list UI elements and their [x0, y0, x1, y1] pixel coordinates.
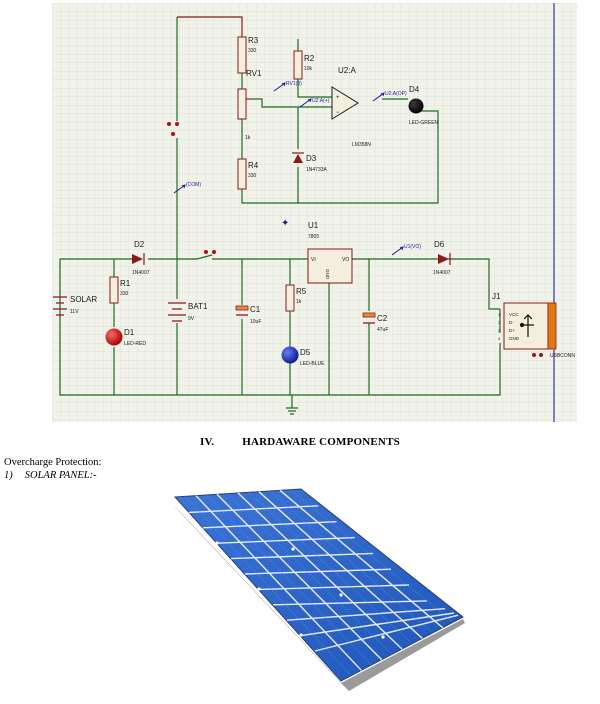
r5-ref: R5	[296, 287, 307, 296]
rv1-value: 1k	[245, 135, 251, 141]
d5-value: LED-BLUE	[300, 361, 325, 367]
svg-text:−: −	[336, 110, 340, 116]
u1-pin-vo: VO	[342, 257, 349, 263]
r4-value: 330	[248, 173, 257, 179]
led-d4: D4 LED-GREEN	[408, 85, 439, 126]
r3-value: 330	[248, 48, 257, 54]
solar-source: SOLAR 11V	[53, 295, 97, 316]
probe-com: (COM)	[173, 182, 201, 194]
resistor-r3: R3 330	[237, 36, 259, 74]
usb-connector-j1: J1 VCC D- D+ GND 1 2 3 4 USBCONN	[492, 292, 575, 359]
list-item-label: SOLAR PANEL:-	[24, 470, 97, 481]
regulator-u1: VI VO GND U1 7805	[307, 221, 353, 284]
r2-ref: R2	[304, 54, 315, 63]
usb-pin-dminus: D-	[509, 320, 514, 325]
d2-ref: D2	[134, 240, 145, 249]
d1-ref: D1	[124, 328, 135, 337]
section-heading: IV. HARDAWARE COMPONENTS	[0, 436, 600, 448]
capacitor-c1: C1 10uF	[235, 305, 261, 325]
usb-pin-vcc: VCC	[509, 312, 519, 317]
d1-value: LED-RED	[124, 341, 146, 347]
resistor-r2: R2 10k	[293, 50, 315, 80]
r3-ref: R3	[248, 36, 259, 45]
svg-text:(COM): (COM)	[186, 182, 201, 188]
switch-contacts	[167, 122, 216, 254]
d4-ref: D4	[409, 85, 420, 94]
rv1-ref: RV1	[246, 69, 262, 78]
u1-pin-vi: VI	[311, 257, 316, 263]
c1-ref: C1	[250, 305, 261, 314]
section-number: IV.	[200, 436, 215, 448]
probe-u2a-plus: U2:A(+)	[299, 98, 330, 108]
subheading: Overcharge Protection:	[4, 457, 102, 468]
probe-u2a-op: U2:A(OP)	[372, 91, 407, 102]
u1-value: 7805	[308, 234, 319, 240]
d3-ref: D3	[306, 154, 317, 163]
c2-value: 47uF	[377, 327, 388, 333]
panel-frame	[173, 505, 349, 691]
u2a-value: LM358N	[352, 142, 371, 148]
opamp-u2a: + − U2:A LM358N	[331, 66, 371, 148]
bat1-value: 9V	[188, 316, 195, 322]
d6-value: 1N4007	[433, 270, 451, 276]
svg-text:+: +	[336, 95, 340, 101]
probe-u1-vo: U1(VO)	[391, 244, 421, 256]
list-item-number: 1)	[4, 470, 13, 481]
diode-d2: D2 1N4007	[132, 240, 150, 276]
d4-value: LED-GREEN	[409, 120, 439, 126]
solar-value: 11V	[70, 309, 79, 315]
section-title: HARDAWARE COMPONENTS	[242, 436, 400, 448]
zener-d3: D3 1N4733A	[292, 152, 328, 173]
origin-marker-icon: ✦	[281, 218, 289, 229]
j1-value: USBCONN	[550, 353, 575, 359]
r1-value: 330	[120, 291, 129, 297]
usb-pin-num-4: 4	[498, 336, 501, 341]
svg-text:U2:A(OP): U2:A(OP)	[385, 91, 407, 97]
bat1-ref: BAT1	[188, 302, 208, 311]
r4-ref: R4	[248, 161, 259, 170]
u2a-ref: U2:A	[338, 66, 356, 75]
resistor-r5: R5 1k	[285, 284, 307, 312]
u1-ref: U1	[308, 221, 319, 230]
svg-text:U2:A(+): U2:A(+)	[312, 98, 330, 104]
r1-ref: R1	[120, 279, 131, 288]
list-item-solar-panel: 1) SOLAR PANEL:-	[4, 470, 97, 481]
c1-value: 10uF	[250, 319, 261, 325]
svg-text:RV1(3): RV1(3)	[286, 81, 302, 87]
svg-text:U1(VO): U1(VO)	[404, 244, 421, 250]
diode-d6: D6 1N4007	[433, 240, 451, 276]
usb-symbol-icon	[519, 314, 534, 337]
wires	[59, 16, 501, 415]
usb-pin-num-1: 1	[498, 312, 501, 317]
circuit-schematic: R3 330 R2 10k RV1 1k R4 330 + − U2:A LM3…	[52, 3, 577, 422]
solar-panel-illustration	[163, 487, 466, 693]
resistor-r4: R4 330	[237, 158, 259, 190]
r2-value: 10k	[304, 66, 313, 72]
r5-value: 1k	[296, 299, 302, 305]
potentiometer-rv1: RV1 1k	[237, 69, 262, 141]
c2-ref: C2	[377, 314, 388, 323]
led-d1: D1 LED-RED	[105, 328, 146, 347]
j1-ref: J1	[492, 292, 501, 301]
resistor-r1: R1 330	[109, 276, 131, 304]
d3-value: 1N4733A	[306, 167, 328, 173]
led-d5: D5 LED-BLUE	[281, 346, 325, 367]
capacitor-c2: C2 47uF	[362, 312, 388, 333]
u1-pin-gnd: GND	[325, 269, 330, 280]
battery-bat1: BAT1 9V	[168, 302, 208, 322]
solar-ref: SOLAR	[70, 295, 97, 304]
d2-value: 1N4007	[132, 270, 150, 276]
usb-pin-dplus: D+	[509, 328, 515, 333]
usb-pin-gnd: GND	[509, 336, 520, 341]
usb-pin-num-3: 3	[498, 328, 501, 333]
probe-rv1-3: RV1(3)	[273, 81, 302, 92]
panel-cell-grid	[188, 489, 459, 671]
usb-pin-num-2: 2	[498, 320, 501, 325]
d6-ref: D6	[434, 240, 445, 249]
d5-ref: D5	[300, 348, 311, 357]
